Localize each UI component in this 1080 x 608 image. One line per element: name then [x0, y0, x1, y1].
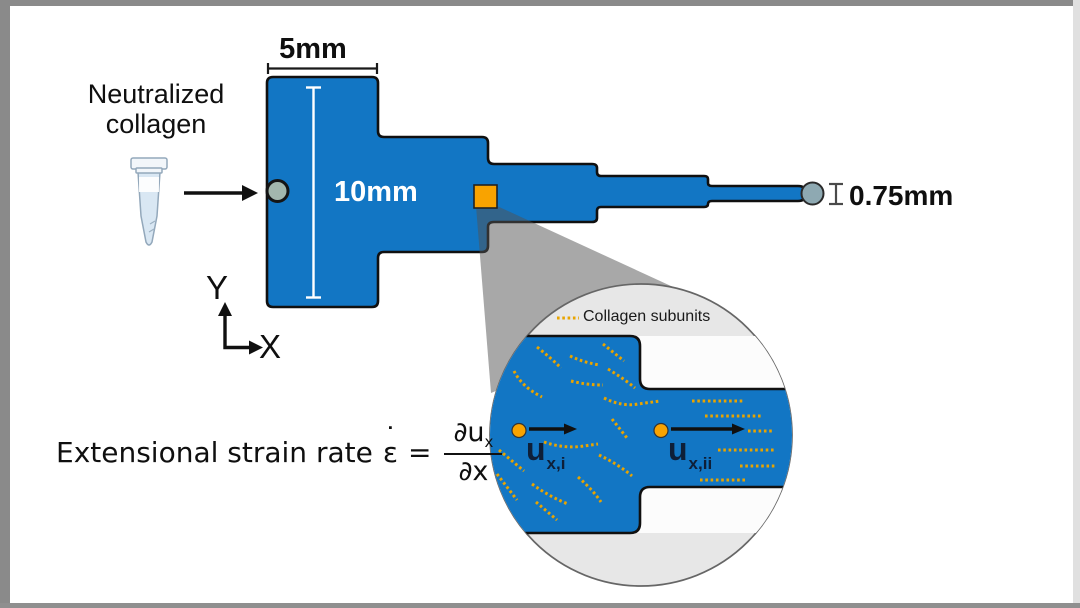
flow-arrow-outlet [671, 423, 745, 435]
velocity-dot-outlet [653, 422, 669, 439]
flow-arrow-inlet [529, 423, 577, 435]
coordinate-axes [218, 302, 263, 355]
legend-label: Collagen subunits [583, 308, 711, 325]
outlet-port [800, 181, 825, 206]
numerator-subscript: x [484, 432, 494, 451]
formula-equals: = [407, 435, 432, 469]
fraction-numerator: ∂ux [453, 416, 494, 451]
device-channel [265, 75, 808, 309]
numerator-main: ∂u [453, 416, 485, 448]
outlet-dimension-mark [829, 182, 843, 206]
inlet-velocity-symbol: u [526, 431, 546, 467]
epsilon-overdot: ˙ [383, 420, 398, 454]
width-dimension-label: 5mm [279, 33, 347, 65]
outlet-velocity-symbol: u [668, 431, 688, 467]
outlet-velocity-label: ux,ii [668, 431, 712, 473]
axis-y-label: Y [206, 269, 229, 306]
height-dimension-line [306, 86, 321, 299]
epsilon-dot-symbol: ε ˙ [382, 421, 399, 469]
inlet-velocity-subscript: x,i [546, 454, 566, 473]
frame-bottom-edge [0, 603, 1080, 608]
inlet-velocity-label: ux,i [526, 431, 565, 473]
frame-left-edge [0, 0, 10, 603]
epsilon-symbol: ε [382, 435, 398, 469]
formula-fraction: ∂ux ∂x [444, 416, 503, 487]
height-dimension-label: 10mm [334, 176, 418, 208]
inlet-port [265, 179, 290, 203]
collagen-strands-random [495, 342, 661, 522]
fraction-denominator: ∂x [458, 455, 489, 487]
frame-top-edge [0, 0, 1080, 6]
fraction-bar [444, 452, 503, 455]
frame-right-edge [1073, 0, 1080, 603]
inset-channel [490, 334, 792, 535]
outlet-velocity-subscript: x,ii [688, 454, 713, 473]
strain-marker-square [473, 184, 498, 209]
inset-content [490, 334, 792, 535]
strain-rate-formula: Extensional strain rate ε ˙ = ∂ux ∂x [56, 408, 503, 496]
velocity-dot-inlet [511, 422, 527, 439]
axis-x-label: X [259, 328, 282, 365]
width-dimension-line [266, 63, 379, 74]
input-arrow [184, 185, 258, 201]
collagen-source-label: Neutralized collagen [87, 79, 225, 139]
formula-prefix: Extensional strain rate [56, 435, 373, 469]
outlet-dimension-label: 0.75mm [849, 180, 954, 211]
tube-icon [130, 157, 168, 246]
collagen-strands-aligned [692, 399, 776, 482]
